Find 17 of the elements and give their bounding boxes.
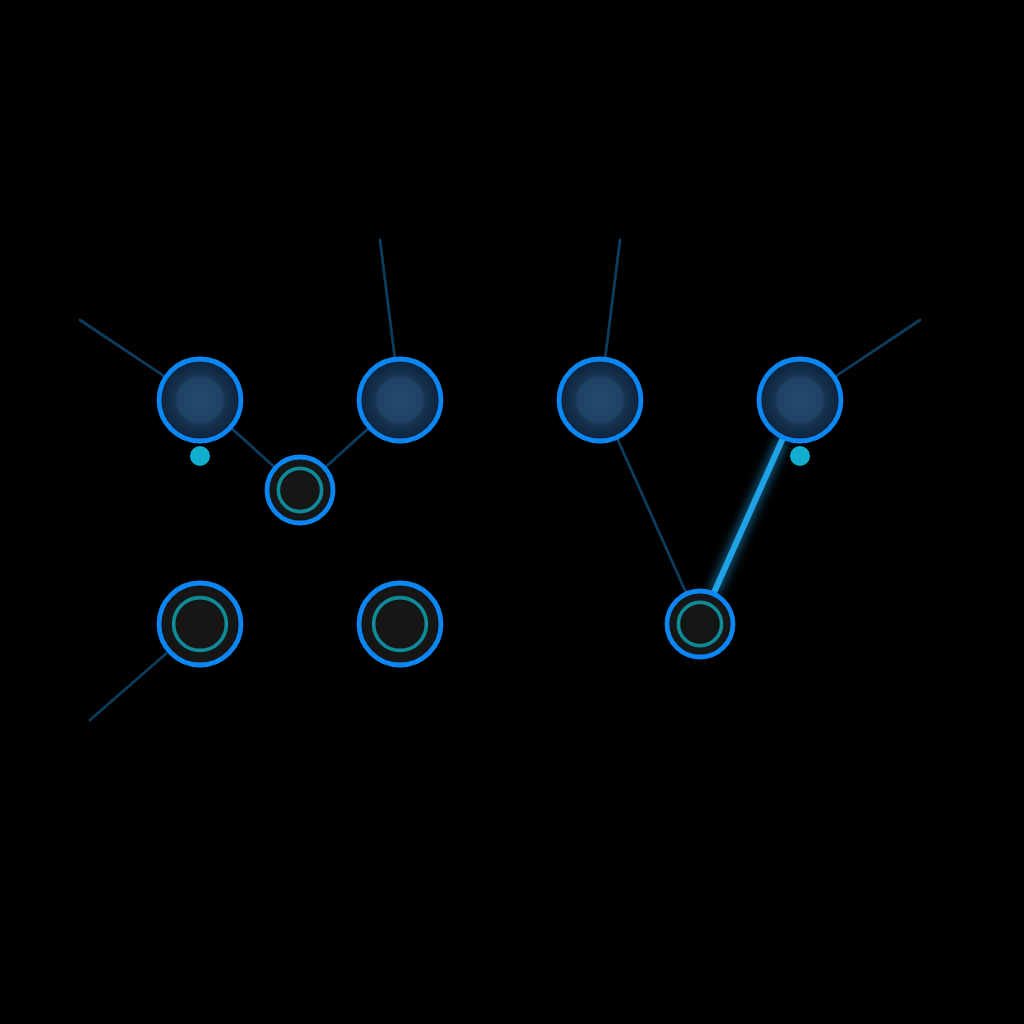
connector-line bbox=[78, 318, 165, 377]
ring-circle-node bbox=[156, 580, 244, 668]
connector-line bbox=[604, 238, 622, 358]
ring-circle-node bbox=[356, 580, 444, 668]
connector-line bbox=[231, 428, 275, 468]
connector-line bbox=[88, 651, 169, 722]
connector-line bbox=[325, 428, 369, 468]
connector-line bbox=[378, 238, 396, 358]
ring-circle-node bbox=[264, 454, 336, 526]
connector-line bbox=[616, 438, 687, 593]
filled-circle-node bbox=[156, 356, 244, 444]
connector-line bbox=[711, 437, 785, 595]
filled-circle-node bbox=[556, 356, 644, 444]
connector-line bbox=[835, 318, 922, 377]
filled-circle-node bbox=[356, 356, 444, 444]
filled-circle-node bbox=[756, 356, 844, 444]
ring-circle-node bbox=[664, 588, 736, 660]
